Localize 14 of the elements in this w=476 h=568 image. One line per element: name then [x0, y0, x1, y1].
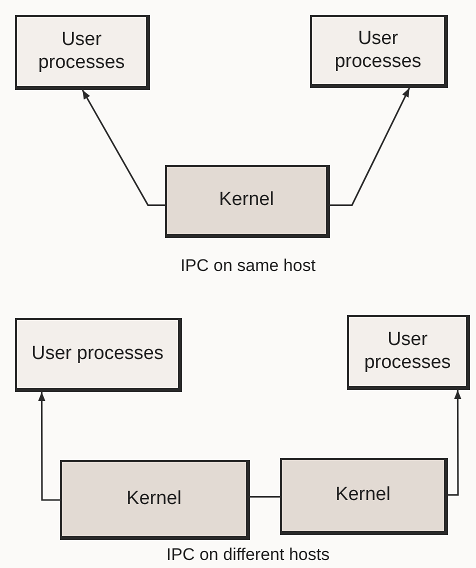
- arrow: [38, 392, 60, 501]
- process-box: User processes: [15, 15, 150, 90]
- kernel-box: Kernel: [165, 165, 330, 238]
- connector-line: [250, 496, 280, 498]
- arrow: [448, 390, 462, 496]
- process-box: User processes: [15, 318, 182, 392]
- caption: IPC on same host: [180, 256, 316, 276]
- process-box: User processes: [310, 15, 448, 88]
- caption: IPC on different hosts: [166, 545, 330, 565]
- kernel-box: Kernel: [280, 458, 448, 535]
- arrow: [82, 90, 165, 206]
- arrow: [330, 88, 410, 206]
- kernel-box: Kernel: [60, 460, 250, 540]
- process-box: User processes: [347, 315, 470, 390]
